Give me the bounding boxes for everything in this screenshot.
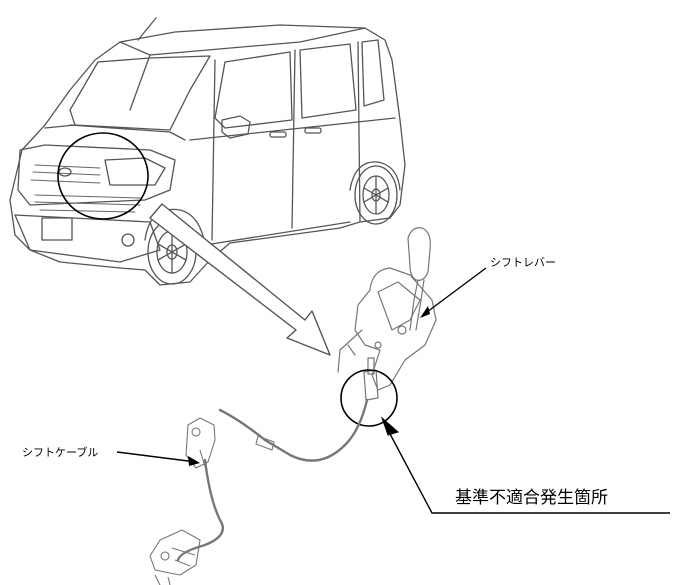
antenna	[137, 17, 157, 41]
direction-arrow	[149, 203, 331, 356]
defect-leader-line	[388, 431, 670, 514]
defect-location-circle	[340, 369, 398, 427]
side-mirror	[221, 115, 251, 139]
shift-lever-assembly	[337, 227, 437, 401]
defect-location-label: 基準不適合発生箇所	[455, 488, 608, 508]
cable-leader-line	[116, 451, 197, 463]
emblem	[58, 167, 72, 177]
transmission-end-fitting	[149, 529, 201, 576]
lever-leader-line	[422, 267, 487, 316]
front-grille	[30, 164, 141, 213]
license-plate	[41, 217, 73, 241]
vehicle-illustration	[9, 17, 406, 286]
vehicle-location-circle	[57, 132, 149, 220]
windshield	[69, 55, 211, 131]
leader-lines	[116, 267, 670, 514]
rear-wheel	[354, 165, 398, 225]
front-door-window	[214, 51, 293, 129]
shift-lever-label: シフトレバー	[490, 256, 556, 269]
defect-arrowhead	[380, 416, 400, 436]
lever-bracket	[354, 267, 437, 391]
shift-knob	[407, 227, 431, 281]
rear-door-window	[299, 43, 357, 119]
headlight	[104, 157, 166, 186]
shift-cable	[176, 398, 369, 562]
cable-bracket	[185, 417, 216, 469]
cable-grommet	[255, 435, 275, 451]
vehicle-body-outline	[9, 24, 406, 286]
shift-cable-label: シフトケーブル	[22, 446, 99, 459]
